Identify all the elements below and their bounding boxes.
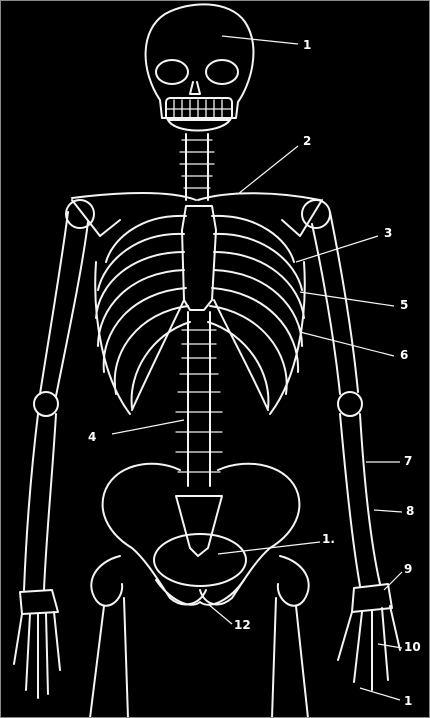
callout-label: 9 — [404, 562, 412, 576]
callout-label: 12 — [234, 618, 251, 632]
rib-cage — [95, 216, 305, 414]
right-arm — [312, 212, 400, 690]
callout-label: 1 — [303, 38, 311, 52]
pelvis — [103, 464, 300, 605]
callout-label: 4 — [88, 430, 96, 444]
spine — [176, 312, 222, 486]
femurs — [90, 556, 309, 718]
callout-label: 5 — [400, 298, 408, 312]
callout-label: 6 — [400, 348, 408, 362]
cervical-spine — [180, 134, 214, 200]
callout-label: 7 — [404, 454, 412, 468]
callout-label: 1 — [404, 694, 412, 708]
callout-label: 2 — [303, 134, 311, 148]
skull — [146, 4, 254, 130]
callout-label: 8 — [406, 504, 414, 518]
callout-label: 1. — [322, 532, 335, 546]
callout-label: 10 — [404, 640, 421, 654]
callout-label: 3 — [384, 226, 392, 240]
shoulder-girdle — [66, 193, 330, 236]
left-arm — [14, 212, 88, 698]
leader-lines — [112, 36, 402, 700]
sternum — [182, 206, 216, 310]
